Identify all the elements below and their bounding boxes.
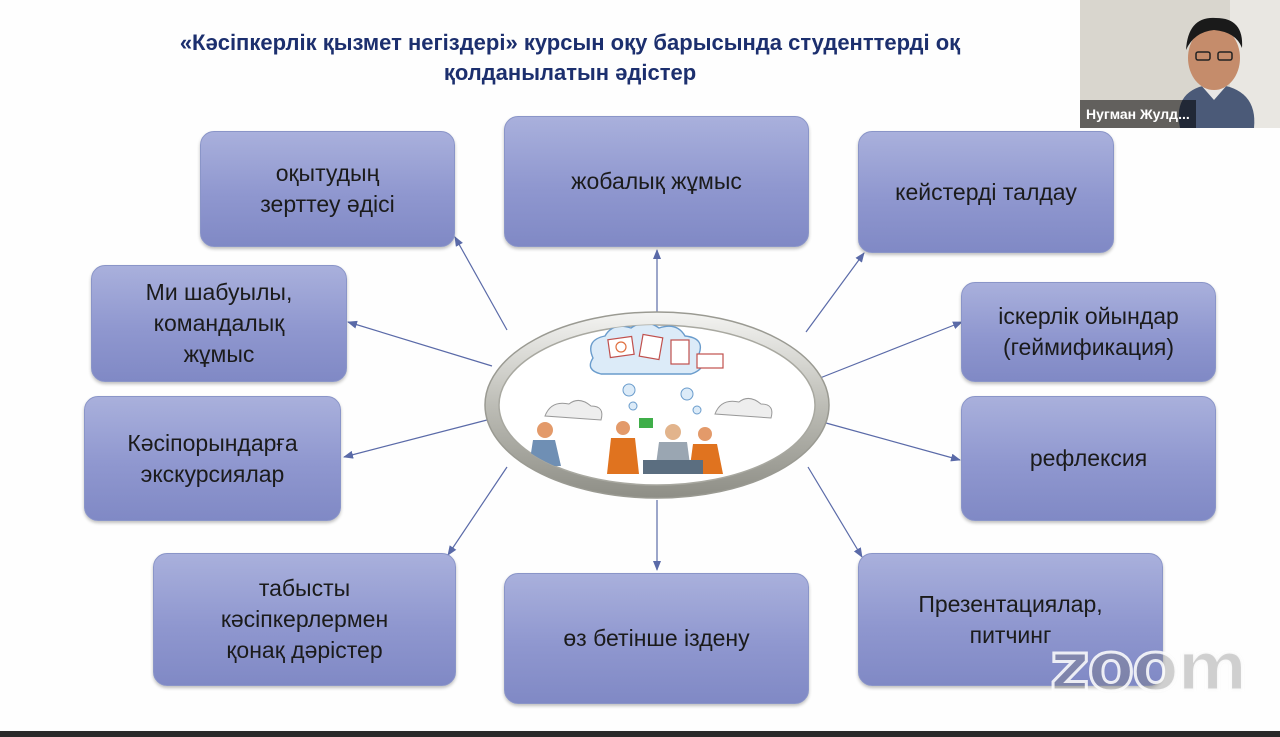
- zoom-watermark: zoom: [1049, 627, 1250, 709]
- method-project-box: жобалық жұмыс: [504, 116, 809, 247]
- teamwork-illustration: [484, 311, 830, 499]
- method-excursions-label: Кәсіпорындарға экскурсиялар: [127, 429, 298, 487]
- method-project-label: жобалық жұмыс: [571, 168, 742, 194]
- method-brainstorm-label: Ми шабуылы, командалық жұмыс: [145, 279, 293, 367]
- slide-title-line2: қолданылатын әдістер: [443, 60, 697, 85]
- method-research-box: оқытудың зерттеу әдісі: [200, 131, 455, 247]
- arrow-to-excursions: [343, 419, 488, 459]
- arrow-to-cases: [805, 252, 865, 333]
- method-cases-label: кейстерді талдау: [895, 178, 1077, 205]
- method-guest-lectures-box: табысты кәсіпкерлермен қонақ дәрістер: [153, 553, 456, 686]
- method-games-label: іскерлік ойындар (геймификация): [998, 303, 1179, 360]
- method-excursions-box: Кәсіпорындарға экскурсиялар: [84, 396, 341, 521]
- arrow-to-research: [454, 236, 508, 331]
- method-reflection-box: рефлексия: [961, 396, 1216, 521]
- arrow-to-guest-lectures: [447, 466, 508, 556]
- method-guest-lectures-label: табысты кәсіпкерлермен қонақ дәрістер: [220, 575, 389, 663]
- arrow-to-presentations: [807, 466, 863, 558]
- method-self-study-box: өз бетінше іздену: [504, 573, 809, 704]
- method-reflection-label: рефлексия: [1029, 445, 1148, 471]
- arrow-to-brainstorm: [347, 320, 493, 367]
- method-cases-box: кейстерді талдау: [858, 131, 1114, 253]
- slide-title-line1: «Кәсіпкерлік қызмет негіздері» курсын оқ…: [179, 30, 961, 55]
- participant-name: Нугман Жулд...: [1080, 100, 1196, 128]
- arrow-to-games: [819, 321, 963, 379]
- method-brainstorm-box: Ми шабуылы, командалық жұмыс: [91, 265, 347, 382]
- method-self-study-label: өз бетінше іздену: [563, 625, 750, 651]
- method-presentations-box: Презентациялар, питчинг: [858, 553, 1163, 686]
- method-games-box: іскерлік ойындар (геймификация): [961, 282, 1216, 382]
- slide-title: «Кәсіпкерлік қызмет негіздері» курсын оқ…: [60, 28, 1080, 88]
- method-presentations-label: Презентациялар, питчинг: [918, 590, 1103, 648]
- arrow-to-reflection: [825, 422, 961, 462]
- method-research-label: оқытудың зерттеу әдісі: [260, 160, 395, 217]
- participant-video-tile[interactable]: [1080, 0, 1280, 128]
- bottom-edge: [0, 731, 1280, 737]
